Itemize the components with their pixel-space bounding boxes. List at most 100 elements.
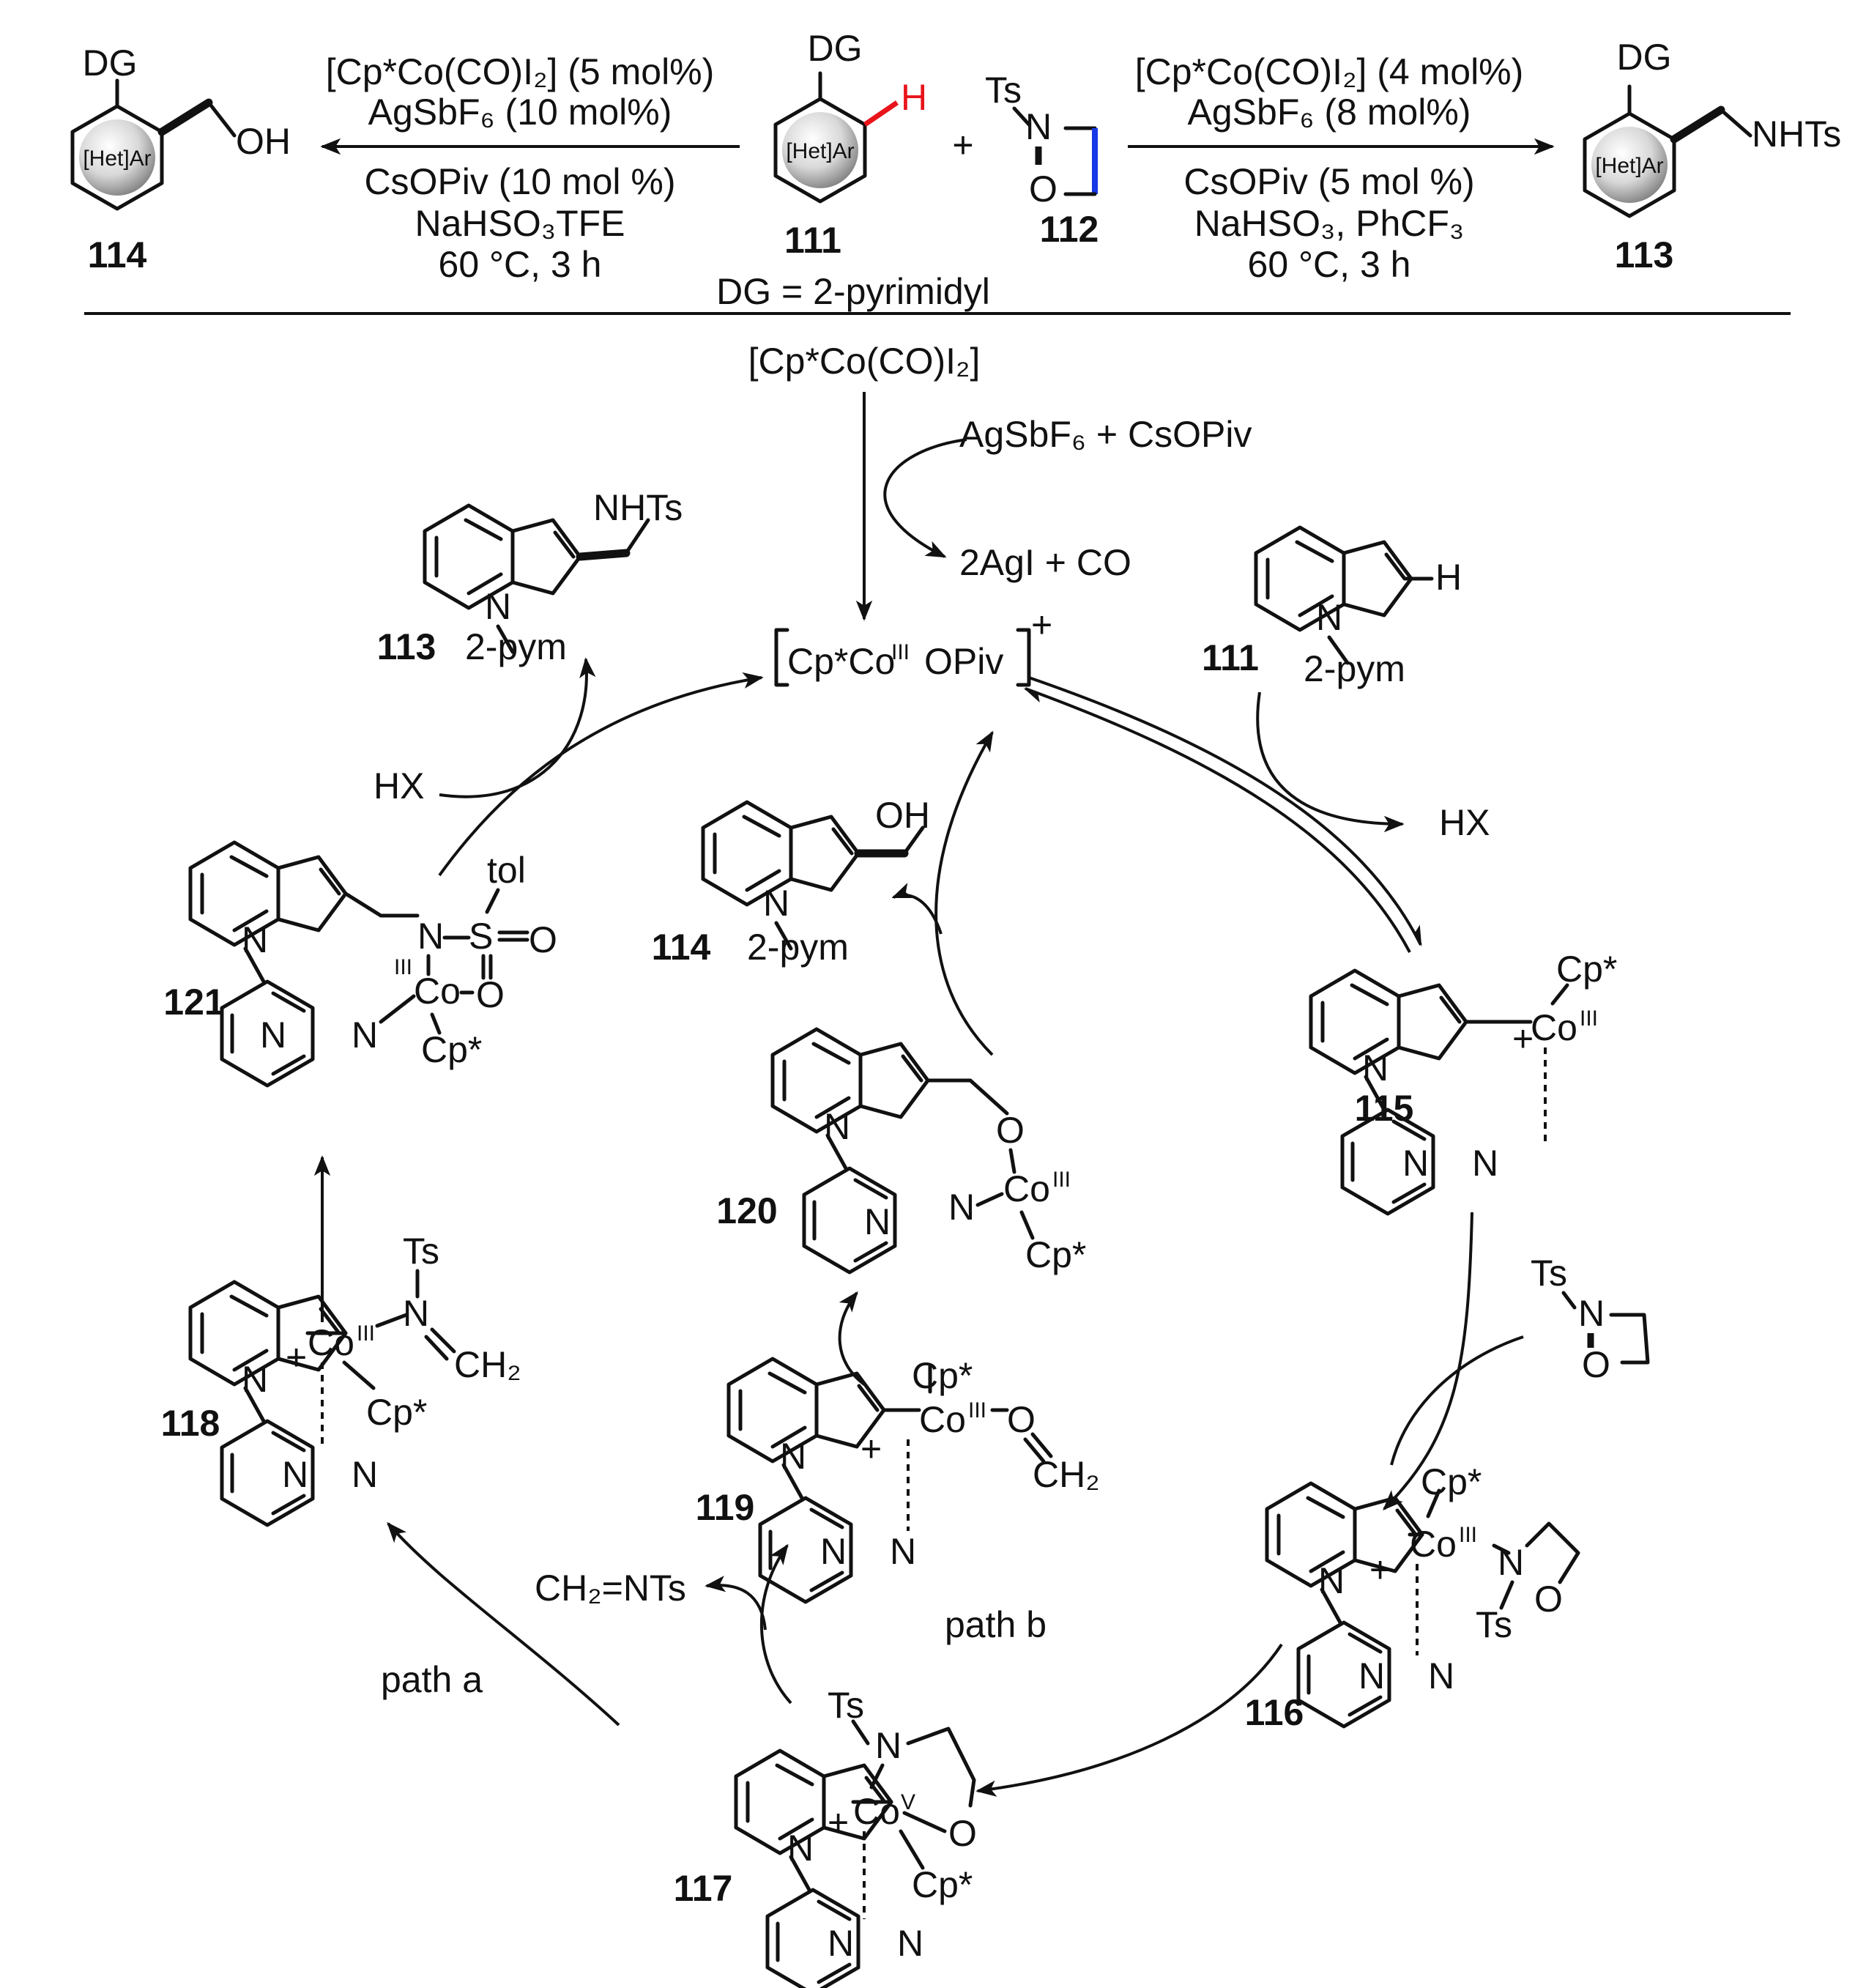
het-ar-label: [Het]Ar (786, 139, 854, 163)
hydroxyl-label: OH (875, 795, 930, 836)
oxidation-state: III (1052, 1168, 1071, 1192)
product-113-release-arrow (439, 657, 596, 798)
nhts-label: NHTs (1752, 114, 1841, 155)
compound-number: 118 (161, 1403, 220, 1444)
path-b-label: path b (945, 1604, 1047, 1645)
nitrogen-label: N (820, 1531, 847, 1572)
ts-label: Ts (1476, 1604, 1512, 1645)
methylene-label: CH₂ (454, 1344, 521, 1385)
cp-label: Cp* (421, 1029, 482, 1070)
nitrogen-label: N (897, 1923, 923, 1964)
left-reaction-arrow: [Cp*Co(CO)I₂] (5 mol%) AgSbF₆ (10 mol%) … (320, 51, 740, 285)
condition-silver: AgSbF₆ (8 mol%) (1188, 92, 1471, 133)
nitrogen-label: N (1318, 1560, 1345, 1601)
compound-number: 113 (1615, 234, 1674, 275)
compound-number: 111 (784, 220, 841, 261)
intermediate-119: N N N Co III + Cp* O CH₂ 119 (696, 1355, 1100, 1602)
nitrogen-label: N (780, 1436, 806, 1477)
intermediate-121: N N N N III S tol O O Co Cp* 121 (163, 842, 557, 1086)
charge: + (860, 1428, 882, 1469)
methylene-label: CH₂ (1033, 1454, 1100, 1495)
oxazetidine-addition-arrow (1383, 1212, 1473, 1510)
plus-sign: + (952, 125, 973, 166)
oxygen-label: O (996, 1110, 1025, 1151)
activation-byproducts: 2AgI + CO (959, 542, 1131, 583)
precatalyst-label: [Cp*Co(CO)I₂] (748, 341, 981, 382)
nitrogen-label: N (890, 1531, 916, 1572)
oxidation-state: III (1459, 1523, 1477, 1547)
nitrogen-label: N (352, 1454, 378, 1495)
nitrogen-label: N (864, 1201, 891, 1242)
nitrogen-label: N (948, 1187, 975, 1228)
compound-number: 115 (1355, 1088, 1414, 1129)
cp-label: Cp* (1556, 949, 1617, 990)
oxygen-label: O (1582, 1344, 1610, 1385)
nitrogen-label: N (1025, 106, 1052, 147)
compound-111: [Het]Ar DG H 111 (776, 28, 927, 261)
product-113: NHTs N 2-pym 113 (377, 487, 683, 667)
path-a-label: path a (381, 1659, 483, 1700)
charge: + (1031, 604, 1052, 645)
pym-label: 2-pym (747, 927, 849, 968)
hx-out-label: HX (1439, 802, 1490, 843)
nitrogen-label: N (417, 916, 444, 957)
nitrogen-label: N (485, 586, 511, 627)
oxygen-label: O (1007, 1399, 1036, 1440)
path-b-arrow (760, 1543, 792, 1705)
charge: + (1369, 1549, 1391, 1590)
nitrogen-label: N (1362, 1047, 1389, 1088)
substrate-111: H N 2-pym 111 (1202, 527, 1462, 689)
cp-label: Cp* (912, 1864, 973, 1905)
dg-definition: DG = 2-pyrimidyl (716, 271, 990, 312)
path-a-arrow (387, 1521, 620, 1726)
ts-label: Ts (828, 1685, 864, 1726)
nitrogen-label: N (1316, 597, 1342, 638)
insertion-oxygen-arrow (838, 1291, 866, 1386)
het-ar-label: [Het]Ar (1595, 154, 1663, 178)
intermediate-116: N N N Co III + Cp* N O Ts 116 (1245, 1461, 1580, 1733)
oxygen-label: O (1029, 168, 1057, 209)
compound-113: [Het]Ar DG NHTs 113 (1585, 37, 1841, 275)
condition-silver: AgSbF₆ (10 mol%) (368, 92, 672, 133)
ts-label: Ts (985, 70, 1022, 111)
active-catalyst: Cp*Co III OPiv + (774, 604, 1052, 687)
oxidation-state: V (901, 1790, 915, 1814)
nitrogen-label: N (824, 1106, 850, 1147)
condition-base: CsOPiv (10 mol %) (364, 161, 675, 202)
hx-release-arrow (1256, 691, 1405, 833)
nhts-label: NHTs (593, 487, 683, 528)
charge: + (1512, 1018, 1534, 1059)
het-ar-label: [Het]Ar (83, 146, 151, 171)
condition-additive: NaHSO₃, PhCF₃ (1194, 203, 1465, 244)
condition-temperature: 60 °C, 3 h (1248, 244, 1411, 285)
nitrogen-label: N (875, 1725, 902, 1766)
ch-activation-reverse-arrow (1023, 687, 1411, 953)
ch-activation-forward-arrow (1028, 676, 1422, 947)
regeneration-arrow (934, 730, 994, 1056)
oxygen-label: O (529, 919, 557, 960)
sulfur-label: S (469, 916, 493, 957)
compound-number: 116 (1245, 1692, 1304, 1733)
nitrogen-label: N (242, 919, 268, 960)
hx-in-label: HX (373, 765, 424, 806)
intermediate-117: N N N Co V + N Ts O Cp* 117 (674, 1685, 977, 1988)
cobalt-label: Co (853, 1791, 900, 1832)
cobalt-label: Co (1410, 1524, 1457, 1565)
oxidation-state: III (968, 1398, 986, 1423)
ch2nts-label: CH₂=NTs (535, 1568, 686, 1609)
oxidation-state: III (1580, 1006, 1598, 1031)
compound-114: [Het]Ar DG OH 114 (73, 42, 291, 275)
compound-number: 119 (696, 1487, 755, 1528)
ts-label: Ts (403, 1231, 439, 1272)
nitrogen-label: N (1402, 1143, 1429, 1184)
ch2nts-release-arrow (705, 1576, 767, 1631)
hydroxyl-label: OH (236, 121, 291, 162)
right-reaction-arrow: [Cp*Co(CO)I₂] (4 mol%) AgSbF₆ (8 mol%) C… (1128, 51, 1555, 285)
compound-number: 112 (1040, 209, 1099, 250)
oxidation-state: III (394, 955, 412, 979)
nitrogen-label: N (1578, 1293, 1605, 1334)
nitrogen-label: N (1498, 1542, 1524, 1583)
cobalt-label: Co (919, 1399, 966, 1440)
cobalt-label: Co (308, 1322, 354, 1363)
product-114: OH N 2-pym 114 (652, 795, 930, 968)
